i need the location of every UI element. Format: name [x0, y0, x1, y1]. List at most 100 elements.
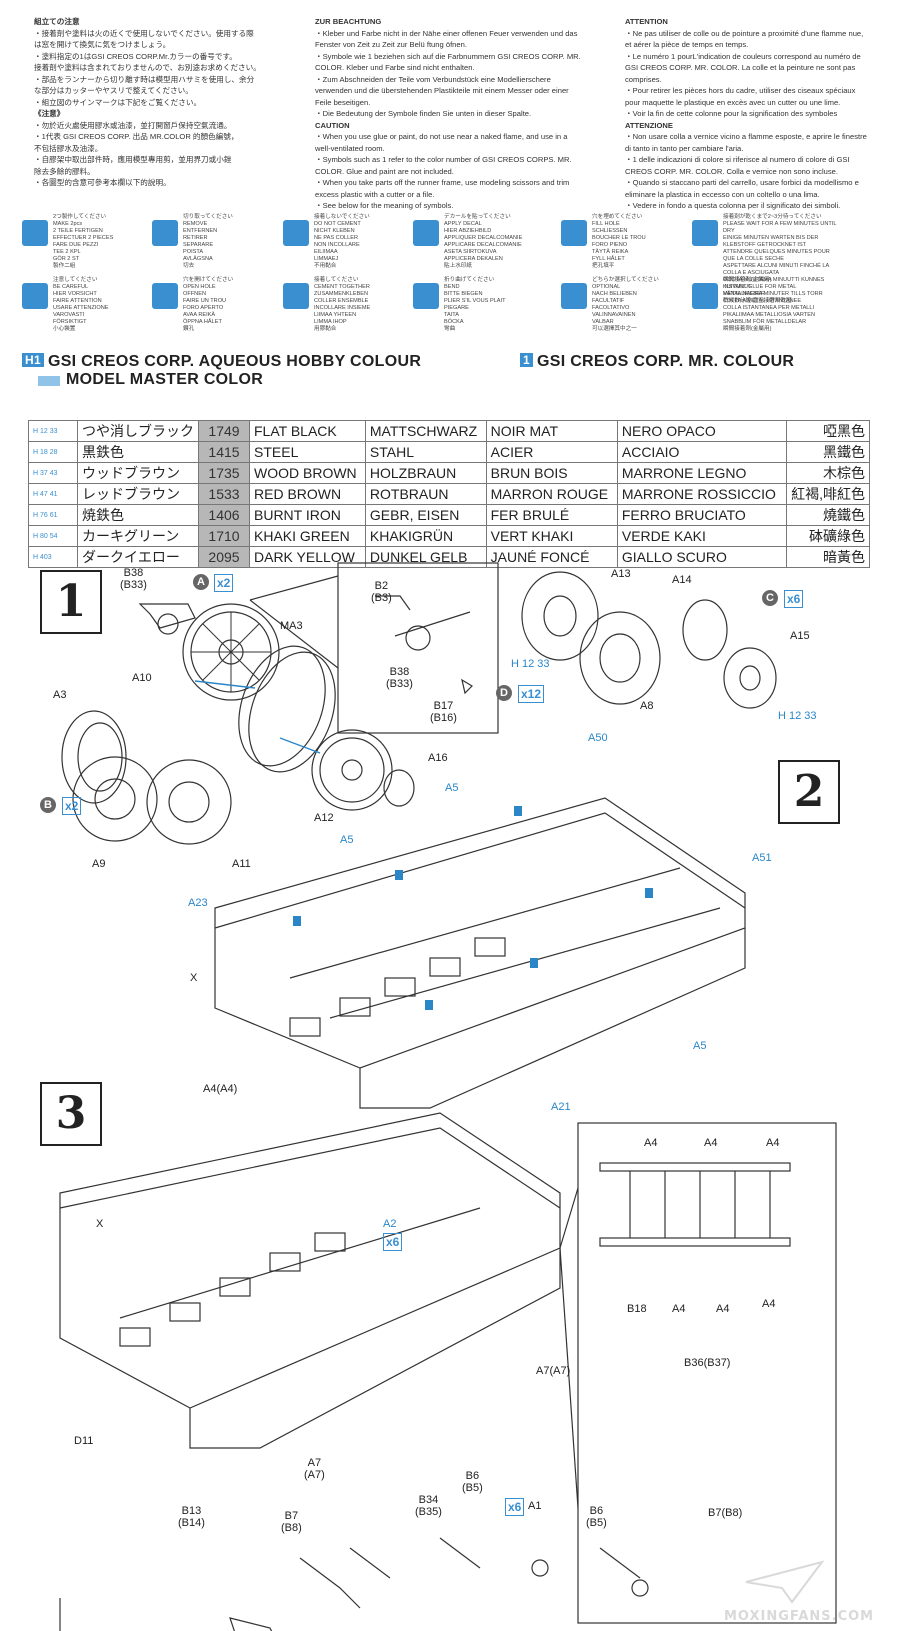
- symbol-line: 穴を埋めてください: [592, 214, 643, 220]
- part-b38b: [405, 625, 431, 651]
- paint-cell-de: HOLZBRAUN: [364, 462, 487, 484]
- symbol-line: INCOLLARE INSIEME: [314, 305, 371, 311]
- glue-icon: [283, 283, 309, 309]
- paint-cell-en: FLAT BLACK: [249, 420, 366, 442]
- symbol-line: 接着剤が乾くまで2~3分待ってください: [723, 214, 822, 220]
- symbol-line: LIIMAA YHTEEN: [314, 312, 357, 318]
- symbol-line: 製作二組: [53, 263, 76, 269]
- symbol-line: COLLER ENSEMBLE: [314, 298, 369, 304]
- part-label-d11: D11: [74, 1435, 94, 1447]
- part-label-h1233a: H 12 33: [511, 658, 550, 670]
- symbol-line: EFFECTUER 2 PIECES: [53, 235, 114, 241]
- part-label-a51: A51: [752, 852, 772, 864]
- axle-arm-b38: [138, 603, 196, 629]
- watermark-text: MOXINGFANS.COM: [724, 1609, 875, 1624]
- paint-cell-zh: 燒鐵色: [786, 504, 870, 526]
- part-label-b38: B38 (B33): [120, 567, 147, 591]
- note-line: な部分はカッターやヤスリで整えてください。: [34, 86, 193, 95]
- symbol-line: 2つ製作してください: [53, 214, 107, 220]
- part-label-a4_1: A4: [644, 1137, 658, 1149]
- symbol-line: ÖPPNA HÅLET: [183, 319, 222, 325]
- part-label-a4_2: A4: [704, 1137, 718, 1149]
- inset-suspension-detail: [599, 1162, 791, 1247]
- note-line: ・1 delle indicazioni di colore si riferi…: [625, 155, 850, 176]
- note-line: 組立ての注意: [34, 17, 80, 26]
- symbol-line: FAIRE UN TROU: [183, 298, 227, 304]
- note-line: ・When you take parts off the runner fram…: [315, 178, 570, 199]
- symbol-line: PIEGARE: [444, 305, 469, 311]
- symbol-line: RETIRER: [183, 235, 208, 241]
- symbol-line: 折り曲げてください: [444, 277, 495, 283]
- symbol-line: CEMENT TOGETHER: [314, 284, 370, 290]
- note-line: ・各圖型的含意可參考本欄以下的說明。: [34, 178, 171, 187]
- sprocket-a11: [146, 759, 232, 845]
- notes-japanese-chinese: 組立ての注意・接着剤や塗料は火の近くで使用しないでください。使用する際は窓を開け…: [34, 16, 304, 189]
- symbol-line: TEE 2 KPL: [53, 249, 81, 255]
- swing-arms-step3: [299, 1537, 649, 1609]
- paint-cell-zh: 紅褐,啡紅色: [786, 483, 870, 505]
- symbol-line: COLLA ISTANTANEA PER METALLI: [723, 305, 815, 311]
- symbol-line: BITTE BIEGEN: [444, 291, 483, 297]
- part-label-b_x2: x2: [62, 797, 82, 815]
- paint-cell-en: WOOD BROWN: [249, 462, 366, 484]
- symbol-line: NICHT KLEBEN: [314, 228, 355, 234]
- symbol-line: REMOVE: [183, 221, 208, 227]
- part-label-a16: A16: [428, 752, 448, 764]
- part-label-a5a: A5: [445, 782, 459, 794]
- part-b13: [229, 1617, 273, 1631]
- note-line: ・Die Bedeutung der Symbole finden Sie un…: [315, 109, 532, 118]
- note-line: ・組立図のサインマークは下記をご覧ください。: [34, 97, 202, 107]
- symbol-line: EINIGE MINUTEN WARTEN BIS DER KLEBSTOFF …: [723, 235, 819, 248]
- part-label-c_x6: x6: [784, 590, 804, 608]
- paint-cell-it: MARRONE ROSSICCIO: [616, 483, 788, 505]
- note-line: ・塗料指定の1はGSI CREOS CORP.Mr.カラーの番号です。: [34, 51, 237, 61]
- symbol-line: ENTFERNEN: [183, 228, 218, 234]
- part-label-a5c: A5: [693, 1040, 707, 1052]
- part-label-a2: A2: [383, 1218, 397, 1230]
- symbol-line: VÄNTA NAGRA MINUTER TILLS TORR: [723, 291, 823, 297]
- model-master-swatch: [38, 376, 60, 386]
- paint-cell-h: H 76 61: [28, 504, 78, 526]
- inset-box-step3: [577, 1122, 837, 1624]
- symbol-line: NACH BELIEBEN: [592, 291, 637, 297]
- suspension-units-step2: [289, 937, 506, 1037]
- wheel-a8: [579, 611, 661, 705]
- symbol-line: VALBAR: [592, 319, 614, 325]
- note-line: ・When you use glue or paint, do not use …: [315, 132, 568, 153]
- part-label-a1: A1: [528, 1500, 542, 1512]
- sprocket-a9: [72, 756, 158, 842]
- paint-cell-jp: レッドブラウン: [77, 483, 199, 505]
- symbol-line: 把孔填平: [592, 263, 615, 269]
- symbol-line: HIER ABZIEHBILD: [444, 228, 492, 234]
- part-label-a4_6: A4: [762, 1298, 776, 1310]
- symbol-line: 切去: [183, 263, 195, 269]
- step-1-number: 1: [40, 570, 102, 634]
- symbol-line: BOUCHER LE TROU: [592, 235, 646, 241]
- part-label-h1233b: H 12 33: [778, 710, 817, 722]
- paint-cell-fr: MARRON ROUGE: [485, 483, 618, 505]
- paint-cell-de: GEBR, EISEN: [364, 504, 487, 526]
- note-line: ・接着剤や塗料は火の近くで使用しないでください。使用する際: [34, 28, 254, 38]
- note-line: ・Zum Abschneiden der Teile vom Verbundst…: [315, 74, 569, 107]
- part-label-b7: B7 (B8): [281, 1510, 302, 1534]
- paint-cell-h: H 80 54: [28, 525, 78, 547]
- part-label-xa: X: [190, 972, 198, 984]
- part-label-a15: A15: [790, 630, 810, 642]
- paint-cell-jp: つや消しブラック: [77, 420, 199, 442]
- symbol-line: PLIER S'IL VOUS PLAIT: [444, 298, 506, 304]
- part-label-a10: A10: [132, 672, 152, 684]
- wheel-a15: [723, 647, 777, 709]
- suspension-units-step3: [119, 1232, 346, 1347]
- note-line: 《注意》: [34, 109, 65, 118]
- part-label-b34: B34 (B35): [415, 1494, 442, 1518]
